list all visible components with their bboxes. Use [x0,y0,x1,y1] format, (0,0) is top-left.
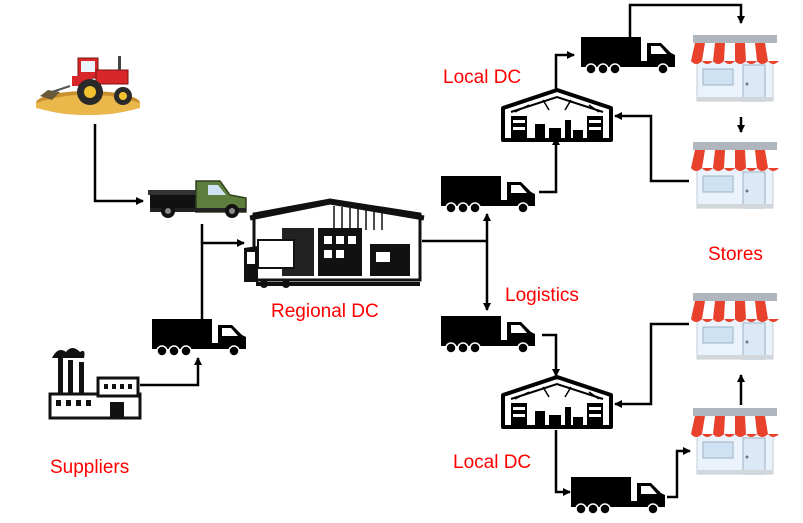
local-dc-top-label: Local DC [443,67,522,88]
delivery-truck-icon [580,36,676,75]
store-icon [690,407,780,475]
flow-connectors [93,3,745,499]
logistics-label: Logistics [505,285,579,306]
store-icon [690,141,780,209]
warehouse-icon [244,198,425,288]
delivery-truck-icon [151,318,247,357]
regional-dc-label: Regional DC [271,301,379,322]
suppliers-label: Suppliers [50,457,130,478]
tractor-icon [36,56,140,115]
delivery-truck-icon [440,315,536,354]
warehouse-icon [501,375,613,429]
warehouse-icon [501,88,613,142]
store-icon [690,292,780,360]
delivery-truck-icon [440,175,536,214]
delivery-truck-icon [570,476,666,515]
factory-icon [48,348,142,420]
store-icon [690,34,780,102]
local-dc-bottom-label: Local DC [453,452,532,473]
pickup-truck-icon [148,180,247,218]
stores-label: Stores [708,244,763,265]
